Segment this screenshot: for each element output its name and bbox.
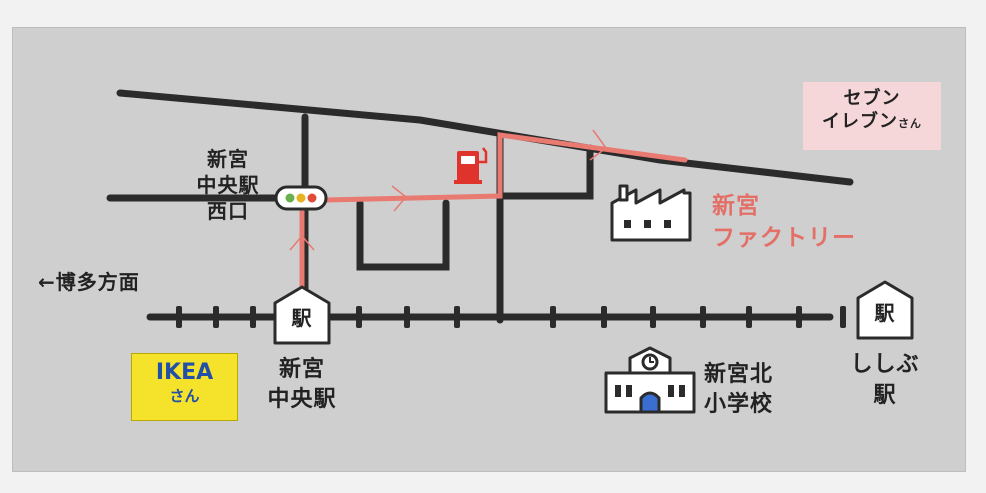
west-exit-line1: 新宮 — [207, 147, 249, 171]
seven-eleven-label — [803, 82, 941, 150]
ikea-suffix: さん — [169, 387, 200, 405]
ikea-label: IKEA さん — [131, 353, 238, 421]
school-line2: 小学校 — [704, 391, 774, 417]
shishibu-station-sign: 駅 — [874, 301, 896, 325]
hakata-direction-label: ←博多方面 — [38, 270, 140, 294]
station-sign-icon — [273, 285, 331, 345]
west-exit-line3: 西口 — [207, 199, 249, 223]
traffic-light-icon — [274, 185, 328, 211]
seven-eleven-line2: イレブン — [822, 110, 898, 132]
seven-eleven-suffix: さん — [898, 116, 922, 130]
shingu-chuo-line1: 新宮 — [278, 357, 325, 382]
factory-line1: 新宮 — [712, 193, 760, 219]
route-arrows — [289, 129, 608, 251]
ikea-name: IKEA — [155, 360, 214, 385]
railway-track — [146, 306, 846, 328]
gas-station-icon — [454, 147, 488, 184]
factory-line2: ファクトリー — [712, 225, 856, 252]
school-line1: 新宮北 — [704, 362, 774, 387]
branch-road — [496, 144, 594, 200]
seven-eleven-line1: セブン — [843, 88, 901, 109]
shishibu-line2: 駅 — [873, 382, 897, 408]
school-icon — [604, 346, 696, 414]
shishibu-line1: ししぶ — [850, 352, 920, 377]
west-exit-line2: 中央駅 — [196, 173, 260, 197]
shingu-chuo-line2: 中央駅 — [267, 386, 337, 412]
station-sign-icon — [856, 280, 914, 340]
loop-road — [356, 199, 450, 271]
factory-icon — [610, 184, 692, 242]
shingu-chuo-station-sign: 駅 — [291, 306, 313, 330]
